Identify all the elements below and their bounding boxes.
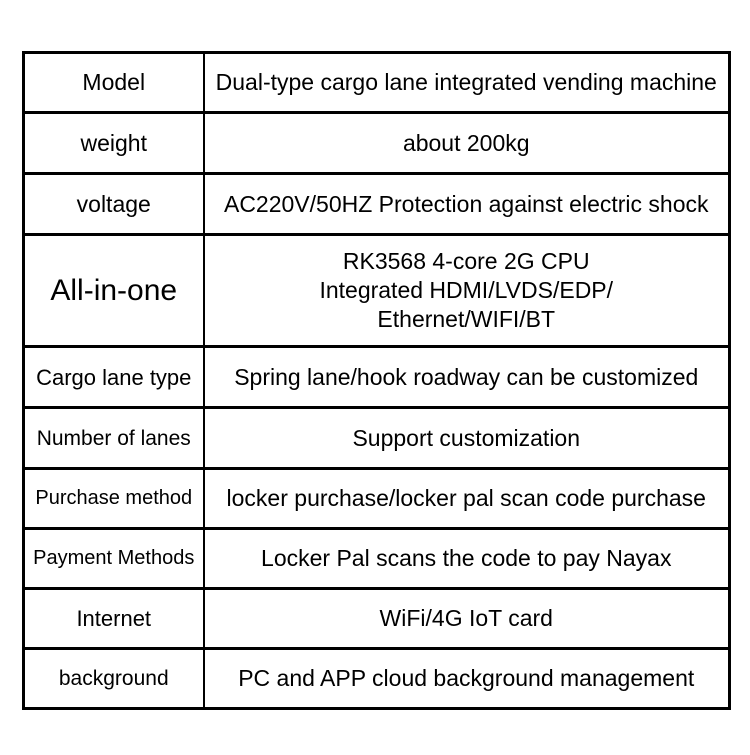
table-row-background: background PC and APP cloud background m… — [22, 647, 731, 710]
spec-label-internet: Internet — [22, 587, 205, 650]
spec-value-all-in-one: RK3568 4-core 2G CPU Integrated HDMI/LVD… — [202, 233, 731, 348]
spec-table-body: Model Dual-type cargo lane integrated ve… — [22, 51, 731, 710]
spec-label-voltage: voltage — [22, 172, 205, 236]
spec-label-background: background — [22, 647, 205, 710]
spec-value-payment-methods: Locker Pal scans the code to pay Nayax — [202, 527, 731, 590]
spec-value-purchase-method: locker purchase/locker pal scan code pur… — [202, 467, 731, 530]
spec-label-weight: weight — [22, 111, 205, 175]
spec-value-background: PC and APP cloud background management — [202, 647, 731, 710]
spec-label-payment-methods: Payment Methods — [22, 527, 205, 590]
spec-table: Model Dual-type cargo lane integrated ve… — [22, 51, 731, 710]
spec-value-weight: about 200kg — [202, 111, 731, 175]
table-row-weight: weight about 200kg — [22, 111, 731, 175]
spec-label-all-in-one: All-in-one — [22, 233, 205, 348]
spec-label-model: Model — [22, 51, 205, 114]
table-row-number-of-lanes: Number of lanes Support customization — [22, 406, 731, 470]
spec-value-voltage: AC220V/50HZ Protection against electric … — [202, 172, 731, 236]
table-row-voltage: voltage AC220V/50HZ Protection against e… — [22, 172, 731, 236]
spec-value-cargo-lane-type: Spring lane/hook roadway can be customiz… — [202, 345, 731, 409]
table-row-internet: Internet WiFi/4G IoT card — [22, 587, 731, 650]
table-row-all-in-one: All-in-one RK3568 4-core 2G CPU Integrat… — [22, 233, 731, 348]
spec-value-internet: WiFi/4G IoT card — [202, 587, 731, 650]
table-row-purchase-method: Purchase method locker purchase/locker p… — [22, 467, 731, 530]
spec-value-model: Dual-type cargo lane integrated vending … — [202, 51, 731, 114]
table-row-model: Model Dual-type cargo lane integrated ve… — [22, 51, 731, 114]
spec-label-purchase-method: Purchase method — [22, 467, 205, 530]
spec-value-number-of-lanes: Support customization — [202, 406, 731, 470]
spec-label-number-of-lanes: Number of lanes — [22, 406, 205, 470]
table-row-payment-methods: Payment Methods Locker Pal scans the cod… — [22, 527, 731, 590]
spec-label-cargo-lane-type: Cargo lane type — [22, 345, 205, 409]
table-row-cargo-lane-type: Cargo lane type Spring lane/hook roadway… — [22, 345, 731, 409]
